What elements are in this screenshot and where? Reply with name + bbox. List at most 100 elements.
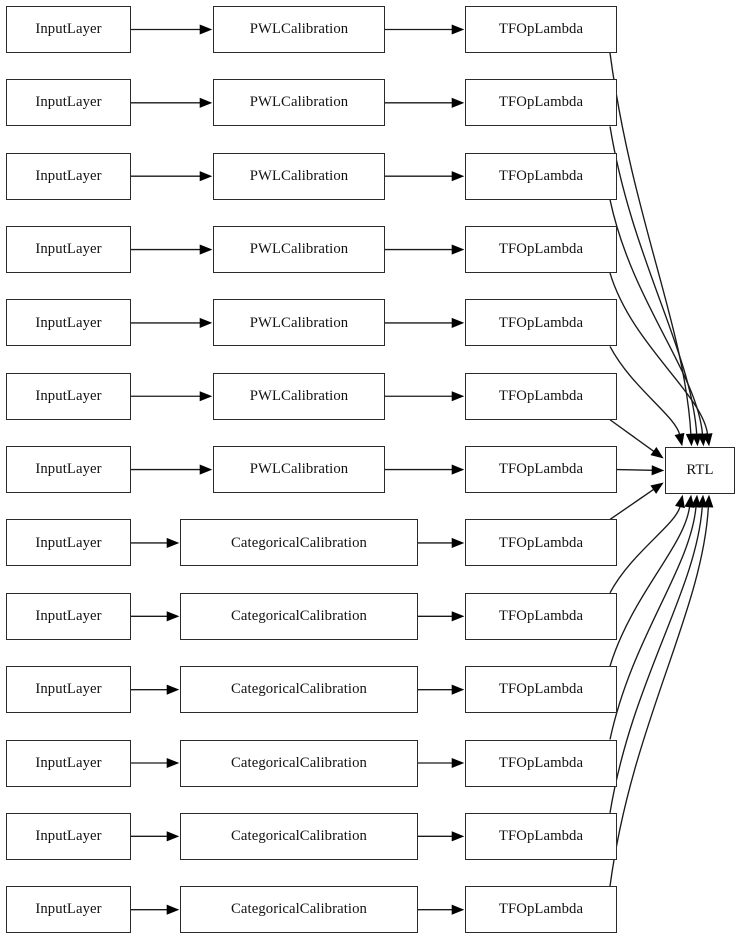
node-calibration-10[interactable]: CategoricalCalibration [180,739,418,787]
node-tfoplambda-0-label: TFOpLambda [498,21,584,38]
node-tfoplambda-12[interactable]: TFOpLambda [465,886,617,934]
node-inputlayer-10[interactable]: InputLayer [6,739,131,787]
edge-lambda-to-rtl-8-arrowhead [675,494,685,509]
node-tfoplambda-6[interactable]: TFOpLambda [465,446,617,494]
node-calibration-3-label: PWLCalibration [249,241,349,258]
edge-input-to-calibration-9-arrowhead [166,684,180,695]
node-inputlayer-5[interactable]: InputLayer [6,372,131,420]
edge-input-to-calibration-2-arrowhead [199,171,213,182]
node-calibration-6-label: PWLCalibration [249,461,349,478]
node-tfoplambda-12-label: TFOpLambda [498,901,584,918]
node-calibration-5[interactable]: PWLCalibration [213,372,385,420]
node-tfoplambda-8-label: TFOpLambda [498,607,584,624]
edge-lambda-to-rtl-6 [616,468,653,471]
node-inputlayer-4[interactable]: InputLayer [6,299,131,347]
node-inputlayer-7[interactable]: InputLayer [6,519,131,567]
node-calibration-1[interactable]: PWLCalibration [213,79,385,127]
node-calibration-0-label: PWLCalibration [249,21,349,38]
node-calibration-1-label: PWLCalibration [249,94,349,111]
node-calibration-2[interactable]: PWLCalibration [213,152,385,200]
edge-input-to-calibration-0-arrowhead [199,24,213,35]
edge-lambda-to-rtl-7-arrowhead [650,482,664,494]
node-calibration-8[interactable]: CategoricalCalibration [180,592,418,640]
node-rtl[interactable]: RTL [665,447,735,494]
edge-input-to-calibration-7-arrowhead [166,537,180,548]
node-calibration-12-label: CategoricalCalibration [231,901,367,918]
node-tfoplambda-7[interactable]: TFOpLambda [465,519,617,567]
node-calibration-11[interactable]: CategoricalCalibration [180,812,418,860]
node-tfoplambda-4[interactable]: TFOpLambda [465,299,617,347]
node-tfoplambda-9-label: TFOpLambda [498,681,584,698]
node-inputlayer-0-label: InputLayer [35,21,102,38]
edge-input-to-calibration-11-arrowhead [166,831,180,842]
node-tfoplambda-5-label: TFOpLambda [498,387,584,404]
node-inputlayer-12[interactable]: InputLayer [6,886,131,934]
edge-calibration-to-lambda-0-arrowhead [451,24,465,35]
edge-input-to-calibration-4-arrowhead [199,317,213,328]
node-tfoplambda-10-label: TFOpLambda [498,754,584,771]
edge-calibration-to-lambda-4-arrowhead [451,317,465,328]
node-calibration-7[interactable]: CategoricalCalibration [180,519,418,567]
edge-calibration-to-lambda-9-arrowhead [451,684,465,695]
node-inputlayer-7-label: InputLayer [35,534,102,551]
edge-lambda-to-rtl-8 [609,506,681,594]
node-inputlayer-5-label: InputLayer [35,387,102,404]
node-calibration-4[interactable]: PWLCalibration [213,299,385,347]
edge-calibration-to-lambda-6-arrowhead [451,464,465,475]
edge-lambda-to-rtl-9 [609,506,691,667]
edge-calibration-to-lambda-7-arrowhead [451,537,465,548]
node-tfoplambda-11[interactable]: TFOpLambda [465,812,617,860]
node-tfoplambda-1[interactable]: TFOpLambda [465,79,617,127]
node-inputlayer-1[interactable]: InputLayer [6,79,131,127]
node-inputlayer-8[interactable]: InputLayer [6,592,131,640]
node-tfoplambda-5[interactable]: TFOpLambda [465,372,617,420]
edge-lambda-to-rtl-12 [609,506,710,887]
node-calibration-12[interactable]: CategoricalCalibration [180,886,418,934]
node-inputlayer-6[interactable]: InputLayer [6,446,131,494]
node-calibration-10-label: CategoricalCalibration [231,754,367,771]
edge-calibration-to-lambda-2-arrowhead [451,171,465,182]
node-calibration-0[interactable]: PWLCalibration [213,6,385,53]
node-tfoplambda-7-label: TFOpLambda [498,534,584,551]
edge-calibration-to-lambda-10-arrowhead [451,757,465,769]
node-inputlayer-2-label: InputLayer [35,167,102,184]
node-tfoplambda-0[interactable]: TFOpLambda [465,6,617,53]
edge-lambda-to-rtl-7 [609,488,655,521]
node-inputlayer-11[interactable]: InputLayer [6,812,131,860]
edge-lambda-to-rtl-12-arrowhead [703,494,714,508]
node-calibration-9[interactable]: CategoricalCalibration [180,666,418,714]
node-calibration-3[interactable]: PWLCalibration [213,226,385,274]
node-tfoplambda-1-label: TFOpLambda [498,94,584,111]
node-calibration-7-label: CategoricalCalibration [231,534,367,551]
edge-calibration-to-lambda-8-arrowhead [451,611,465,622]
node-calibration-8-label: CategoricalCalibration [231,607,367,624]
node-calibration-6[interactable]: PWLCalibration [213,446,385,494]
node-calibration-11-label: CategoricalCalibration [231,827,367,844]
edge-lambda-to-rtl-3 [609,272,709,435]
node-tfoplambda-8[interactable]: TFOpLambda [465,592,617,640]
edge-lambda-to-rtl-11 [609,506,703,813]
node-calibration-5-label: PWLCalibration [249,387,349,404]
node-inputlayer-4-label: InputLayer [35,314,102,331]
node-inputlayer-0[interactable]: InputLayer [6,6,131,53]
node-calibration-4-label: PWLCalibration [249,314,349,331]
node-inputlayer-3[interactable]: InputLayer [6,226,131,274]
node-tfoplambda-3[interactable]: TFOpLambda [465,226,617,274]
edge-input-to-calibration-6-arrowhead [199,464,213,475]
node-inputlayer-9[interactable]: InputLayer [6,666,131,714]
node-rtl-label: RTL [686,462,714,479]
node-inputlayer-2[interactable]: InputLayer [6,152,131,200]
node-inputlayer-3-label: InputLayer [35,241,102,258]
node-tfoplambda-6-label: TFOpLambda [498,461,584,478]
node-inputlayer-11-label: InputLayer [35,827,102,844]
edge-input-to-calibration-12-arrowhead [166,904,180,915]
node-tfoplambda-9[interactable]: TFOpLambda [465,666,617,714]
node-inputlayer-1-label: InputLayer [35,94,102,111]
node-tfoplambda-10[interactable]: TFOpLambda [465,739,617,787]
edge-calibration-to-lambda-3-arrowhead [451,244,465,255]
node-calibration-2-label: PWLCalibration [249,167,349,184]
edge-lambda-to-rtl-10-arrowhead [690,494,701,508]
node-tfoplambda-2[interactable]: TFOpLambda [465,152,617,200]
